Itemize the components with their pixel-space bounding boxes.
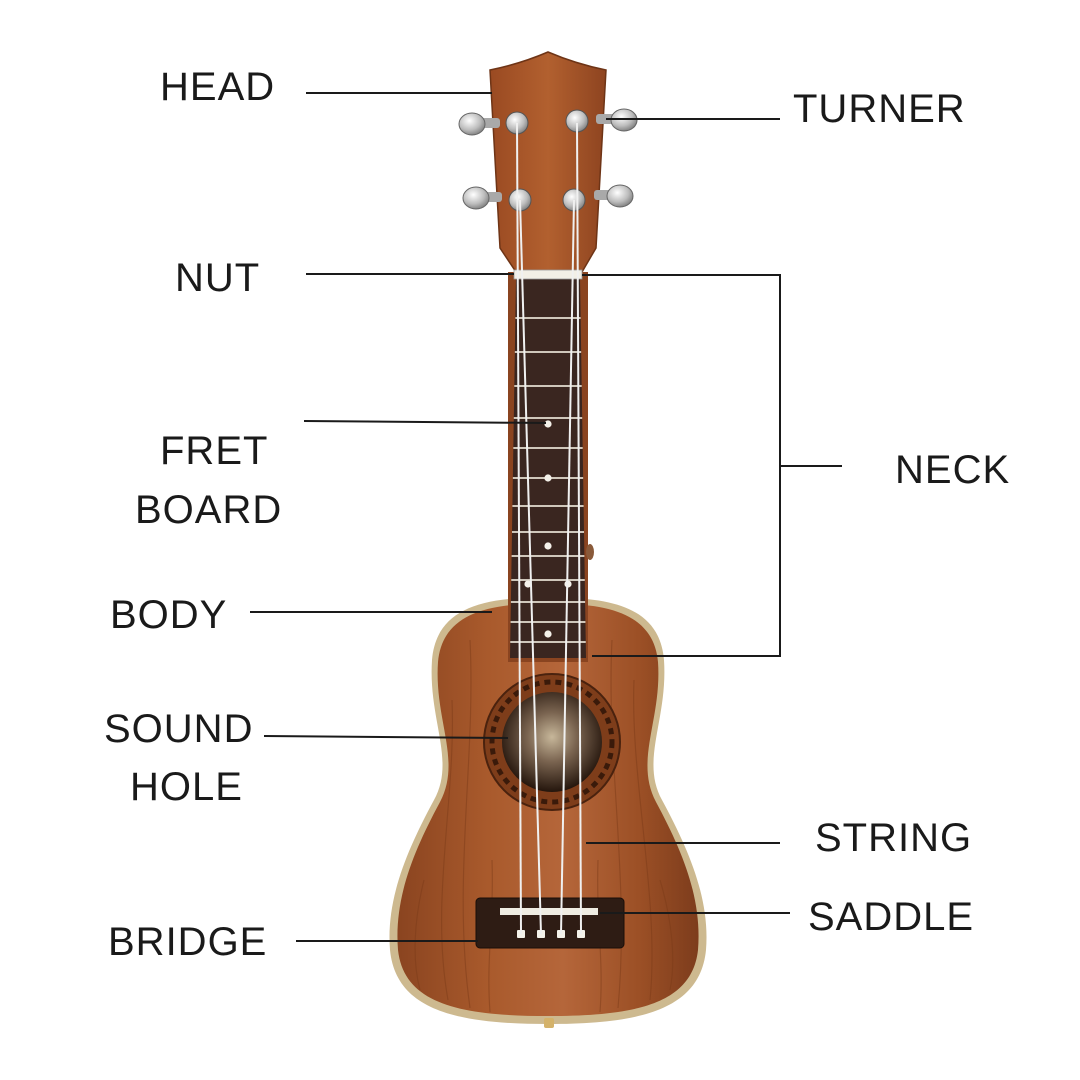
fret-marker-dot: [544, 542, 552, 550]
sound-hole: [483, 673, 621, 811]
fret-marker-dot: [544, 474, 552, 482]
label-nut: NUT: [175, 256, 260, 300]
label-body: BODY: [110, 593, 227, 637]
labels: HEAD TURNER NUT FRET BOARD NECK BODY SOU…: [104, 65, 1010, 964]
string-3: [560, 199, 575, 935]
label-turner: TURNER: [793, 87, 966, 131]
body: [389, 597, 707, 1028]
fret-marker-dot: [524, 580, 532, 588]
strings: [516, 122, 582, 935]
string-4: [576, 122, 582, 935]
label-sound-hole-line2: HOLE: [130, 765, 243, 809]
label-fret-board-line2: BOARD: [135, 488, 282, 532]
string-2: [519, 199, 542, 935]
leader-lines: [250, 92, 842, 942]
neck: [508, 269, 594, 662]
tuner-peg-left-top: [458, 112, 500, 136]
label-head: HEAD: [160, 65, 275, 109]
label-neck: NECK: [895, 448, 1010, 492]
tuner-peg-right-bottom: [594, 184, 634, 208]
leader-fret-board: [303, 420, 547, 424]
headstock-wood: [489, 51, 607, 273]
tuner-peg-left-bottom: [462, 186, 502, 210]
fret-marker-dot: [544, 630, 552, 638]
string-1: [516, 122, 522, 935]
headstock: [489, 51, 607, 273]
fret-markers: [524, 420, 572, 638]
wood-grain: [414, 639, 674, 1013]
fret-marker-dot: [544, 420, 552, 428]
label-string: STRING: [815, 816, 972, 860]
label-fret-board-line1: FRET: [160, 429, 268, 473]
saddle: [500, 908, 598, 915]
label-sound-hole-line1: SOUND: [104, 707, 253, 751]
strap-button: [544, 1018, 554, 1028]
label-saddle: SADDLE: [808, 895, 974, 939]
neck-bracket: [582, 274, 842, 657]
sound-hole-opening: [502, 692, 602, 792]
label-bridge: BRIDGE: [108, 920, 267, 964]
bridge-base: [475, 897, 625, 949]
side-dot: [586, 544, 594, 560]
leader-sound-hole: [263, 735, 509, 739]
rosette-inner-ring: [489, 679, 615, 805]
bridge: [475, 897, 625, 949]
frets: [510, 317, 586, 643]
